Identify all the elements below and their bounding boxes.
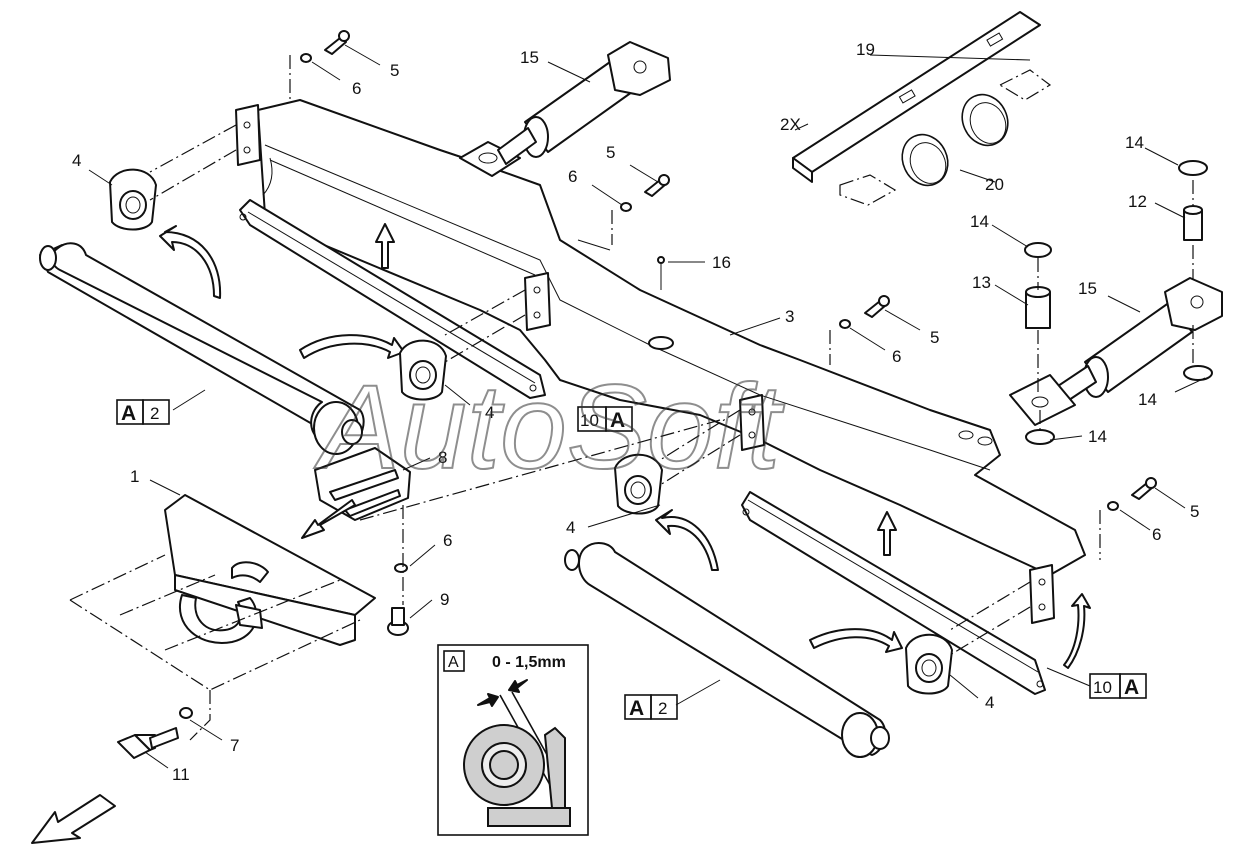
callout-12: 12 <box>1128 192 1147 211</box>
svg-text:A: A <box>610 409 625 432</box>
roller-lower <box>564 542 890 758</box>
callout-4: 4 <box>485 403 494 422</box>
ref-box-10a-right: 10 A <box>1089 673 1147 699</box>
roller-upper-left <box>39 242 365 455</box>
hose-clamp <box>901 133 949 187</box>
hose-clamp <box>961 93 1009 147</box>
callout-9: 9 <box>440 590 449 609</box>
callout-6: 6 <box>568 167 577 186</box>
callout-1: 1 <box>130 467 139 486</box>
callout-5: 5 <box>1190 502 1199 521</box>
washer <box>620 202 632 212</box>
callout-11: 11 <box>172 765 190 784</box>
circlip <box>1024 242 1052 258</box>
bearing-housing <box>905 633 953 695</box>
washer <box>1107 501 1119 511</box>
channel-bracket <box>792 11 1041 183</box>
callout-5: 5 <box>930 328 939 347</box>
detail-a-inset: A 0 - 1,5mm <box>437 644 589 836</box>
svg-text:A: A <box>1124 676 1139 699</box>
bolt <box>644 174 670 197</box>
scraper-strip-upper <box>239 199 546 399</box>
bolt <box>324 30 350 55</box>
circlip <box>1025 429 1055 445</box>
hydraulic-cylinder-right <box>1009 277 1223 426</box>
curved-arrow-icon <box>299 334 405 359</box>
callout-13: 13 <box>972 273 991 292</box>
watermark: AutoSoft <box>314 360 785 494</box>
circlip <box>1183 365 1213 381</box>
ref-box-10a-mid: 10 A <box>577 406 633 432</box>
washer <box>300 53 312 63</box>
svg-text:A: A <box>121 402 136 425</box>
bolt <box>387 607 409 636</box>
callout-16: 16 <box>712 253 731 272</box>
insert-arrow-icon <box>301 499 356 539</box>
washer <box>839 319 851 329</box>
callout-14: 14 <box>1138 390 1157 409</box>
svg-text:10: 10 <box>580 411 599 430</box>
ref-box-a2-left: A 2 <box>116 399 170 425</box>
callout-5: 5 <box>390 61 399 80</box>
callout-6: 6 <box>443 531 452 550</box>
leader-lines <box>88 44 1206 769</box>
scraper-strip-lower <box>741 491 1046 695</box>
quantity-2x: 2X <box>780 115 801 134</box>
assembly-lines <box>69 55 1194 741</box>
callout-4: 4 <box>985 693 994 712</box>
svg-text:A: A <box>629 697 644 720</box>
bolt <box>117 727 179 759</box>
direction-arrow-icon <box>31 794 116 844</box>
detail-gap-label: 0 - 1,5mm <box>492 654 566 671</box>
callout-14: 14 <box>1125 133 1144 152</box>
callout-3: 3 <box>785 307 794 326</box>
circlip <box>1178 160 1208 176</box>
washer <box>394 563 408 573</box>
detail-letter: A <box>448 654 459 671</box>
callout-5: 5 <box>606 143 615 162</box>
callout-6: 6 <box>352 79 361 98</box>
hitch-plate <box>314 447 411 521</box>
svg-text:2: 2 <box>658 699 667 718</box>
callout-14: 14 <box>970 212 989 231</box>
svg-text:10: 10 <box>1093 678 1112 697</box>
callout-8: 8 <box>438 448 447 467</box>
bearing-housing <box>614 453 663 515</box>
bearing-housing <box>399 339 447 401</box>
curved-arrow-icon <box>1063 593 1091 669</box>
curved-arrow-icon <box>655 509 719 571</box>
bolt <box>1131 477 1157 500</box>
callout-6: 6 <box>892 347 901 366</box>
callout-14: 14 <box>1088 427 1107 446</box>
callout-20: 20 <box>985 175 1004 194</box>
curved-arrow-icon <box>262 157 273 196</box>
callout-15: 15 <box>520 48 539 67</box>
bearing-housing <box>109 168 157 231</box>
up-arrow-icon <box>877 511 897 556</box>
washer <box>179 707 193 719</box>
callout-15: 15 <box>1078 279 1097 298</box>
up-arrow-icon <box>375 223 395 269</box>
bolt <box>864 295 890 318</box>
ref-box-a2-bottom: A 2 <box>624 694 678 720</box>
curved-arrow-icon <box>809 628 903 653</box>
curved-arrow-icon <box>159 225 222 299</box>
callout-4: 4 <box>72 151 81 170</box>
callouts: 5 6 4 15 5 6 16 3 5 6 19 2X 20 14 12 14 … <box>72 40 1199 784</box>
callout-19: 19 <box>856 40 875 59</box>
callout-7: 7 <box>230 736 239 755</box>
callout-6: 6 <box>1152 525 1161 544</box>
hydraulic-cylinder-upper <box>497 41 671 165</box>
svg-text:2: 2 <box>150 404 159 423</box>
callout-4: 4 <box>566 518 575 537</box>
main-frame <box>235 99 1086 624</box>
tow-hitch-plate <box>164 494 376 646</box>
